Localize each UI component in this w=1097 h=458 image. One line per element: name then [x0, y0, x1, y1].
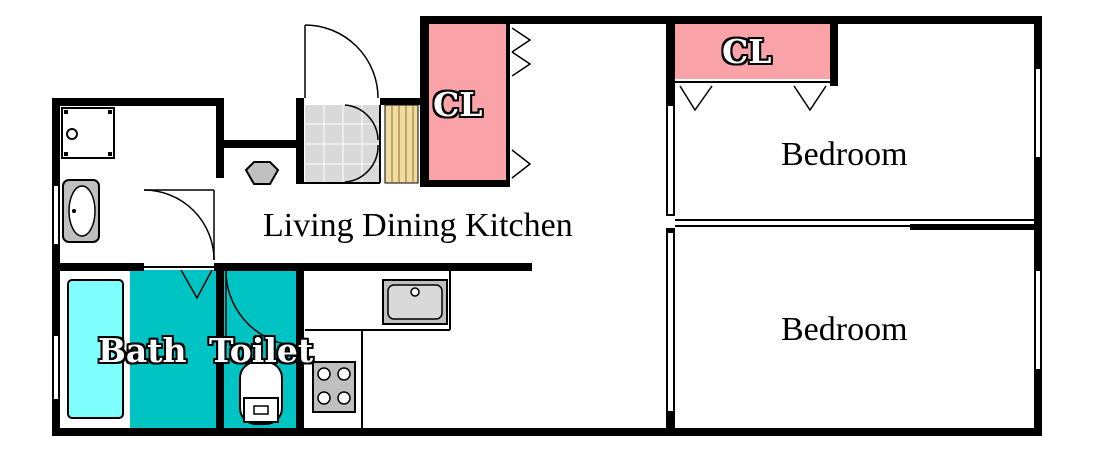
toilet-icon — [239, 361, 283, 425]
step-lines — [391, 106, 414, 182]
stove-icon — [312, 361, 356, 413]
label-toilet: Toilet — [209, 331, 314, 370]
bath-fill — [130, 270, 217, 428]
label-bedroom-lower: Bedroom — [781, 311, 908, 348]
label-closet-bedroom: CL — [722, 32, 772, 71]
washing-machine-icon — [61, 107, 115, 159]
label-bath: Bath — [98, 331, 187, 370]
label-ldk: Living Dining Kitchen — [263, 207, 573, 244]
closet-bedroom-fill — [675, 24, 830, 79]
entry-tile-grid — [305, 105, 380, 183]
window-icon — [52, 67, 1042, 413]
door-swing-icon — [143, 24, 827, 346]
washbasin-icon — [62, 179, 100, 243]
sink-icon — [382, 279, 448, 325]
thin-lines — [60, 81, 1034, 268]
label-closet-main: CL — [433, 85, 483, 124]
hall-fixture-icon — [244, 161, 280, 185]
closet-main-fill — [429, 24, 507, 181]
bathtub-icon — [67, 279, 124, 419]
label-bedroom-upper: Bedroom — [781, 136, 908, 173]
